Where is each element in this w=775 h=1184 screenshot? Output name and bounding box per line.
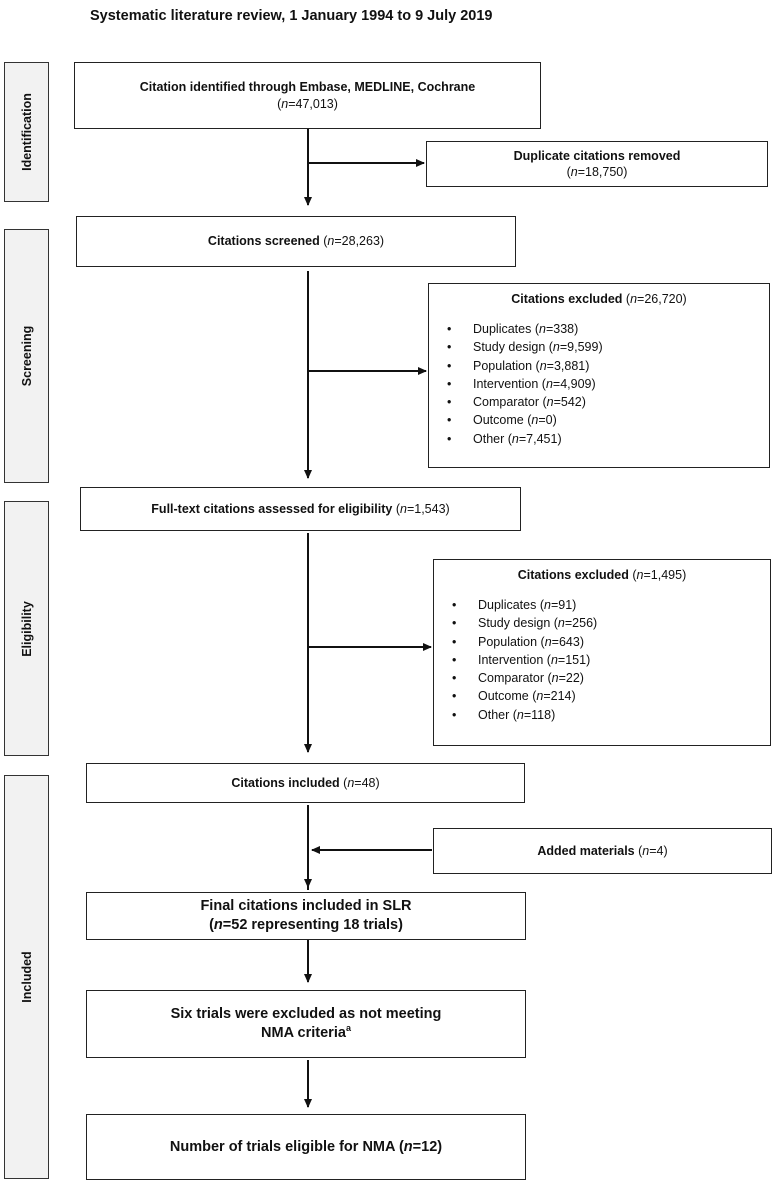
list-item: Other (n=118) — [452, 706, 770, 724]
box-screening-excluded: Citations excluded (n=26,720) Duplicates… — [428, 283, 770, 468]
screened-text: Citations screened (n=28,263) — [207, 234, 385, 249]
box-eligible-nma: Number of trials eligible for NMA (n=12) — [86, 1114, 526, 1180]
list-item: Comparator (n=542) — [447, 393, 769, 411]
eligibility-excluded-list: Duplicates (n=91) Study design (n=256) P… — [434, 596, 770, 724]
screening-excluded-list: Duplicates (n=338) Study design (n=9,599… — [429, 320, 769, 448]
box-added-materials: Added materials (n=4) — [433, 828, 772, 874]
box-screened: Citations screened (n=28,263) — [76, 216, 516, 267]
list-item: Other (n=7,451) — [447, 430, 769, 448]
list-item: Study design (n=9,599) — [447, 338, 769, 356]
six-excluded-line2: NMA criteriaa — [261, 1023, 351, 1042]
stage-eligibility: Eligibility — [4, 501, 49, 756]
eligible-nma-text: Number of trials eligible for NMA (n=12) — [169, 1138, 443, 1155]
box-identified: Citation identified through Embase, MEDL… — [74, 62, 541, 129]
fulltext-text: Full-text citations assessed for eligibi… — [151, 501, 450, 516]
identified-count: (n=47,013) — [277, 96, 338, 111]
stage-included: Included — [4, 775, 49, 1179]
box-included: Citations included (n=48) — [86, 763, 525, 803]
eligibility-excluded-header: Citations excluded (n=1,495) — [517, 568, 687, 582]
six-excluded-line1: Six trials were excluded as not meeting — [170, 1005, 442, 1022]
diagram-title: Systematic literature review, 1 January … — [90, 8, 493, 24]
box-fulltext: Full-text citations assessed for eligibi… — [80, 487, 521, 531]
final-included-label: Final citations included in SLR — [200, 898, 412, 915]
box-eligibility-excluded: Citations excluded (n=1,495) Duplicates … — [433, 559, 771, 746]
screening-excluded-header: Citations excluded (n=26,720) — [511, 292, 687, 306]
added-materials-text: Added materials (n=4) — [537, 843, 668, 858]
box-six-excluded: Six trials were excluded as not meeting … — [86, 990, 526, 1058]
list-item: Study design (n=256) — [452, 614, 770, 632]
list-item: Outcome (n=214) — [452, 687, 770, 705]
list-item: Population (n=643) — [452, 633, 770, 651]
list-item: Duplicates (n=91) — [452, 596, 770, 614]
duplicates-removed-count: (n=18,750) — [566, 165, 628, 179]
duplicates-removed-label: Duplicate citations removed — [513, 148, 681, 163]
identified-label: Citation identified through Embase, MEDL… — [139, 80, 476, 95]
list-item: Intervention (n=4,909) — [447, 375, 769, 393]
included-text: Citations included (n=48) — [231, 775, 380, 790]
box-duplicates-removed: Duplicate citations removed (n=18,750) — [426, 141, 768, 187]
stage-identification: Identification — [4, 62, 49, 202]
list-item: Comparator (n=22) — [452, 669, 770, 687]
list-item: Outcome (n=0) — [447, 411, 769, 429]
list-item: Population (n=3,881) — [447, 357, 769, 375]
list-item: Intervention (n=151) — [452, 651, 770, 669]
box-final-included: Final citations included in SLR (n=52 re… — [86, 892, 526, 940]
stage-screening: Screening — [4, 229, 49, 483]
list-item: Duplicates (n=338) — [447, 320, 769, 338]
final-included-count: (n=52 representing 18 trials) — [209, 917, 403, 933]
footnote-marker: a — [345, 1023, 351, 1034]
